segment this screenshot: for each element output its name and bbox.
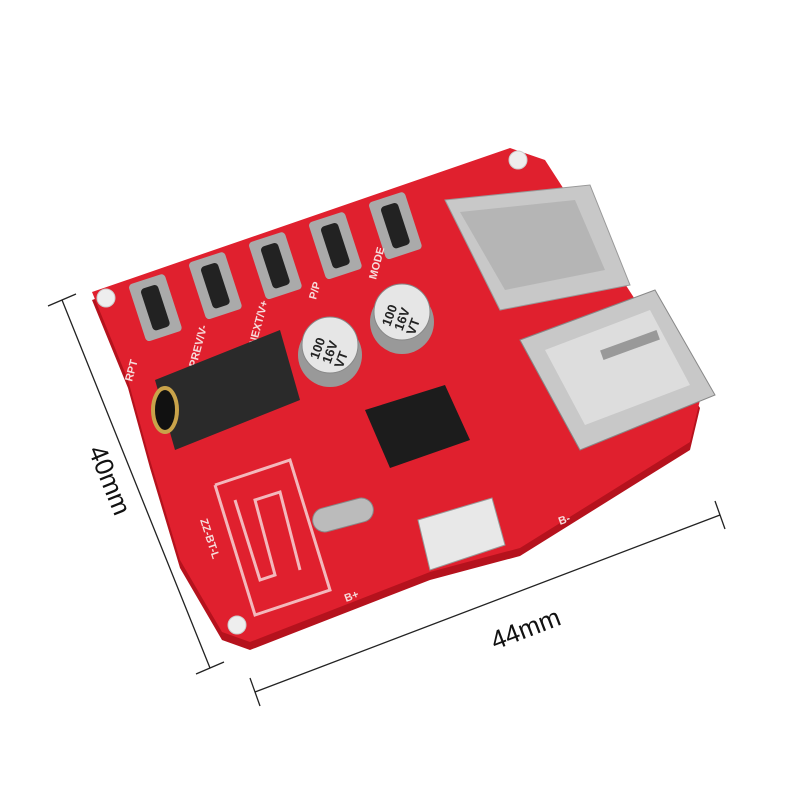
svg-text:VT: VT <box>403 316 423 337</box>
capacitor-2-label: 100 16V VT <box>379 303 423 337</box>
svg-text:100: 100 <box>307 336 329 362</box>
height-dimension-label: 40mm <box>82 441 137 519</box>
button-label-pp: P/P <box>307 281 323 301</box>
usb-port <box>519 289 716 451</box>
svg-text:VT: VT <box>331 349 351 370</box>
dimension-lines <box>47 293 726 707</box>
antenna-trace <box>213 458 332 617</box>
svg-text:100: 100 <box>379 303 401 329</box>
sd-card-slot <box>444 184 631 311</box>
audio-jack <box>151 330 300 450</box>
width-dimension-label: 44mm <box>486 602 564 656</box>
pad-label-plus: B+ <box>343 589 361 605</box>
capacitors <box>298 283 434 387</box>
button-label-rpt: RPT <box>123 358 140 383</box>
tactile-buttons <box>129 192 422 342</box>
crystal <box>312 497 374 533</box>
micro-usb-port <box>417 497 506 571</box>
capacitor-1-label: 100 16V VT <box>307 336 351 370</box>
pad-label-minus: B- <box>557 512 572 527</box>
ic-chip <box>365 385 470 468</box>
